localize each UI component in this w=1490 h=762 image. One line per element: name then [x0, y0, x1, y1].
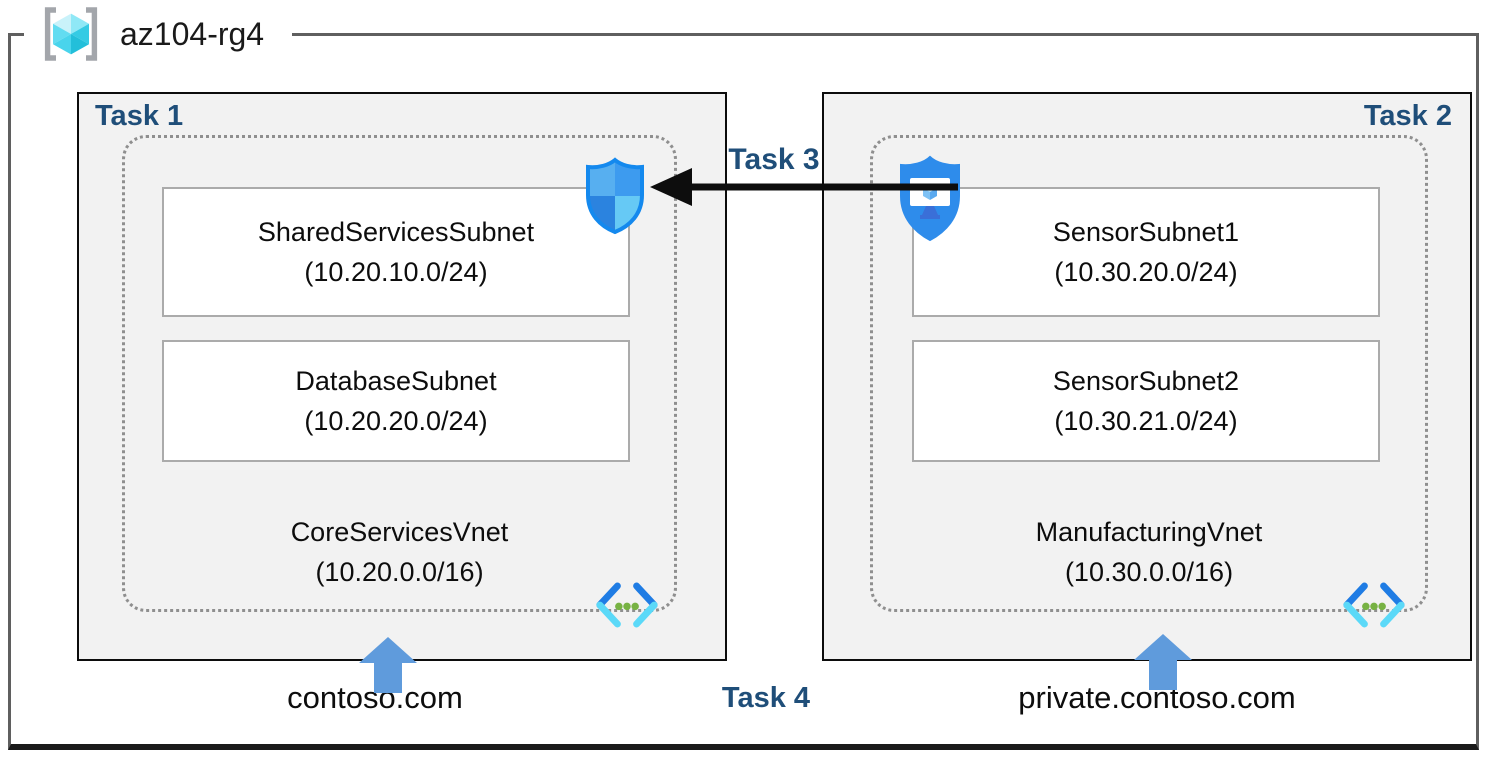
task2-label: Task 2	[1363, 100, 1452, 132]
core-services-vnet-label: CoreServicesVnet (10.20.0.0/16)	[122, 512, 677, 592]
subnet-cidr: (10.20.20.0/24)	[304, 406, 488, 436]
vnet-name: CoreServicesVnet	[290, 517, 509, 547]
vnet-cidr: (10.30.0.0/16)	[1064, 557, 1234, 587]
up-arrow-icon	[359, 637, 417, 693]
shared-services-subnet-box: SharedServicesSubnet (10.20.10.0/24)	[162, 187, 630, 317]
virtual-network-icon	[593, 580, 661, 630]
task1-label: Task 1	[95, 100, 184, 132]
task4-label: Task 4	[721, 682, 811, 714]
sensor-subnet2-box: SensorSubnet2 (10.30.21.0/24)	[912, 340, 1380, 462]
manufacturing-vnet-label: ManufacturingVnet (10.30.0.0/16)	[870, 512, 1428, 592]
database-subnet-box: DatabaseSubnet (10.20.20.0/24)	[162, 340, 630, 462]
resource-group-icon	[38, 3, 104, 65]
core-services-vnet-dotted-boundary	[122, 135, 677, 612]
network-security-group-icon	[583, 157, 647, 235]
vnet-cidr: (10.20.0.0/16)	[315, 557, 484, 587]
task3-label: Task 3	[728, 143, 820, 176]
resource-group-frame	[8, 33, 1479, 750]
subnet-name: DatabaseSubnet	[295, 366, 497, 396]
virtual-network-icon	[1340, 580, 1408, 630]
up-arrow-icon	[1134, 634, 1192, 690]
subnet-name: SensorSubnet2	[1052, 366, 1240, 396]
sensor-subnet1-box: SensorSubnet1 (10.30.20.0/24)	[912, 187, 1380, 317]
subnet-cidr: (10.30.20.0/24)	[1054, 257, 1238, 287]
subnet-name: SensorSubnet1	[1052, 217, 1240, 247]
resource-group-name: az104-rg4	[120, 15, 265, 52]
manufacturing-vnet-dotted-boundary	[870, 135, 1428, 612]
application-security-group-icon	[897, 154, 963, 244]
subnet-name: SharedServicesSubnet	[257, 217, 535, 247]
vnet-name: ManufacturingVnet	[1035, 517, 1263, 547]
subnet-cidr: (10.20.10.0/24)	[304, 257, 488, 287]
subnet-cidr: (10.30.21.0/24)	[1054, 406, 1238, 436]
resource-group-header: az104-rg4	[24, 0, 292, 68]
